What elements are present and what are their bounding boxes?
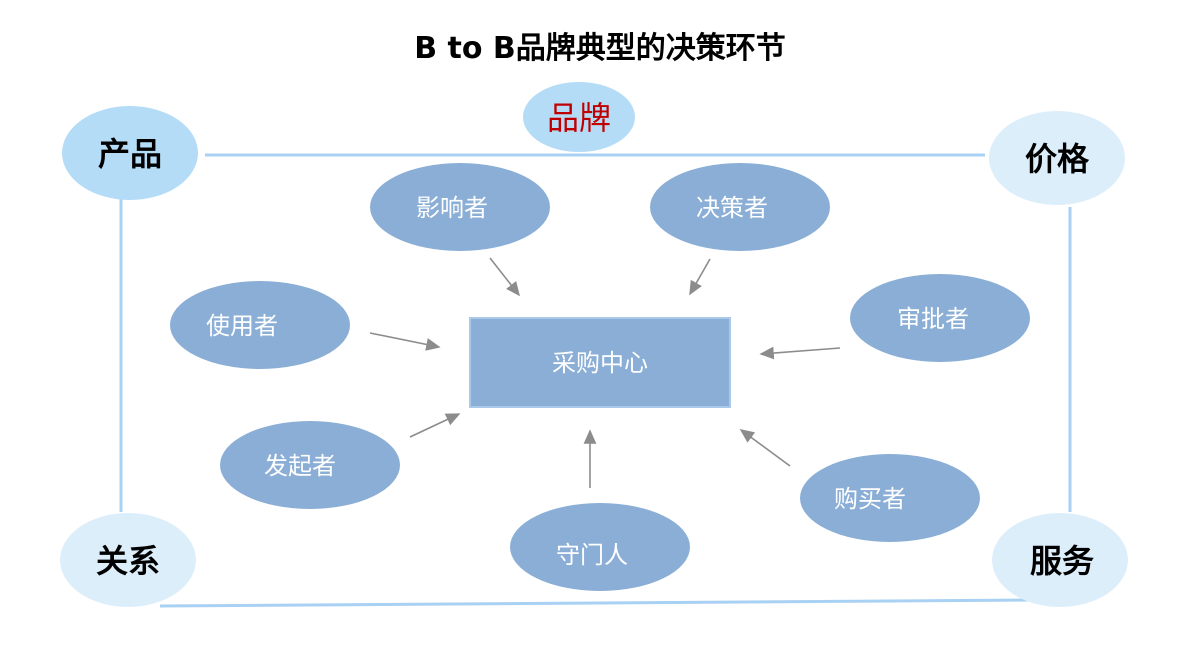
brand-node: 品牌 (523, 82, 635, 152)
arrows (369, 257, 841, 488)
svg-text:价格: 价格 (1025, 140, 1090, 178)
corner-service: 服务 (992, 513, 1128, 607)
svg-text:影响者: 影响者 (416, 194, 488, 222)
arrow-initiator (409, 413, 461, 438)
role-user: 使用者 (170, 281, 350, 369)
svg-text:发起者: 发起者 (264, 452, 336, 480)
arrow-buyer (739, 429, 791, 467)
svg-text:关系: 关系 (96, 542, 160, 580)
svg-text:品牌: 品牌 (547, 99, 611, 137)
frame-bottom (159, 598, 1029, 608)
purchasing-center: 采购中心 (469, 317, 731, 408)
role-influencer: 影响者 (370, 163, 550, 251)
role-initiator: 发起者 (220, 421, 400, 509)
role-approver: 审批者 (850, 274, 1030, 362)
diagram-title: B to B品牌典型的决策环节 (414, 31, 786, 66)
svg-text:审批者: 审批者 (897, 305, 969, 333)
svg-text:守门人: 守门人 (556, 541, 628, 569)
svg-text:决策者: 决策者 (696, 194, 768, 222)
corner-price: 价格 (989, 111, 1125, 205)
arrow-decider (689, 258, 711, 296)
role-gatekeeper: 守门人 (510, 503, 690, 591)
svg-text:使用者: 使用者 (206, 312, 278, 340)
arrow-user (369, 332, 441, 351)
frame (119, 153, 1072, 608)
role-buyer: 购买者 (800, 454, 980, 542)
arrow-influencer (489, 257, 520, 297)
svg-text:购买者: 购买者 (834, 485, 906, 513)
arrow-approver (759, 346, 841, 360)
corner-product: 产品 (62, 106, 198, 200)
svg-text:产品: 产品 (98, 135, 162, 173)
role-decider: 决策者 (650, 163, 830, 251)
svg-text:采购中心: 采购中心 (552, 349, 648, 377)
corner-relation: 关系 (60, 513, 196, 607)
svg-text:服务: 服务 (1030, 542, 1094, 580)
